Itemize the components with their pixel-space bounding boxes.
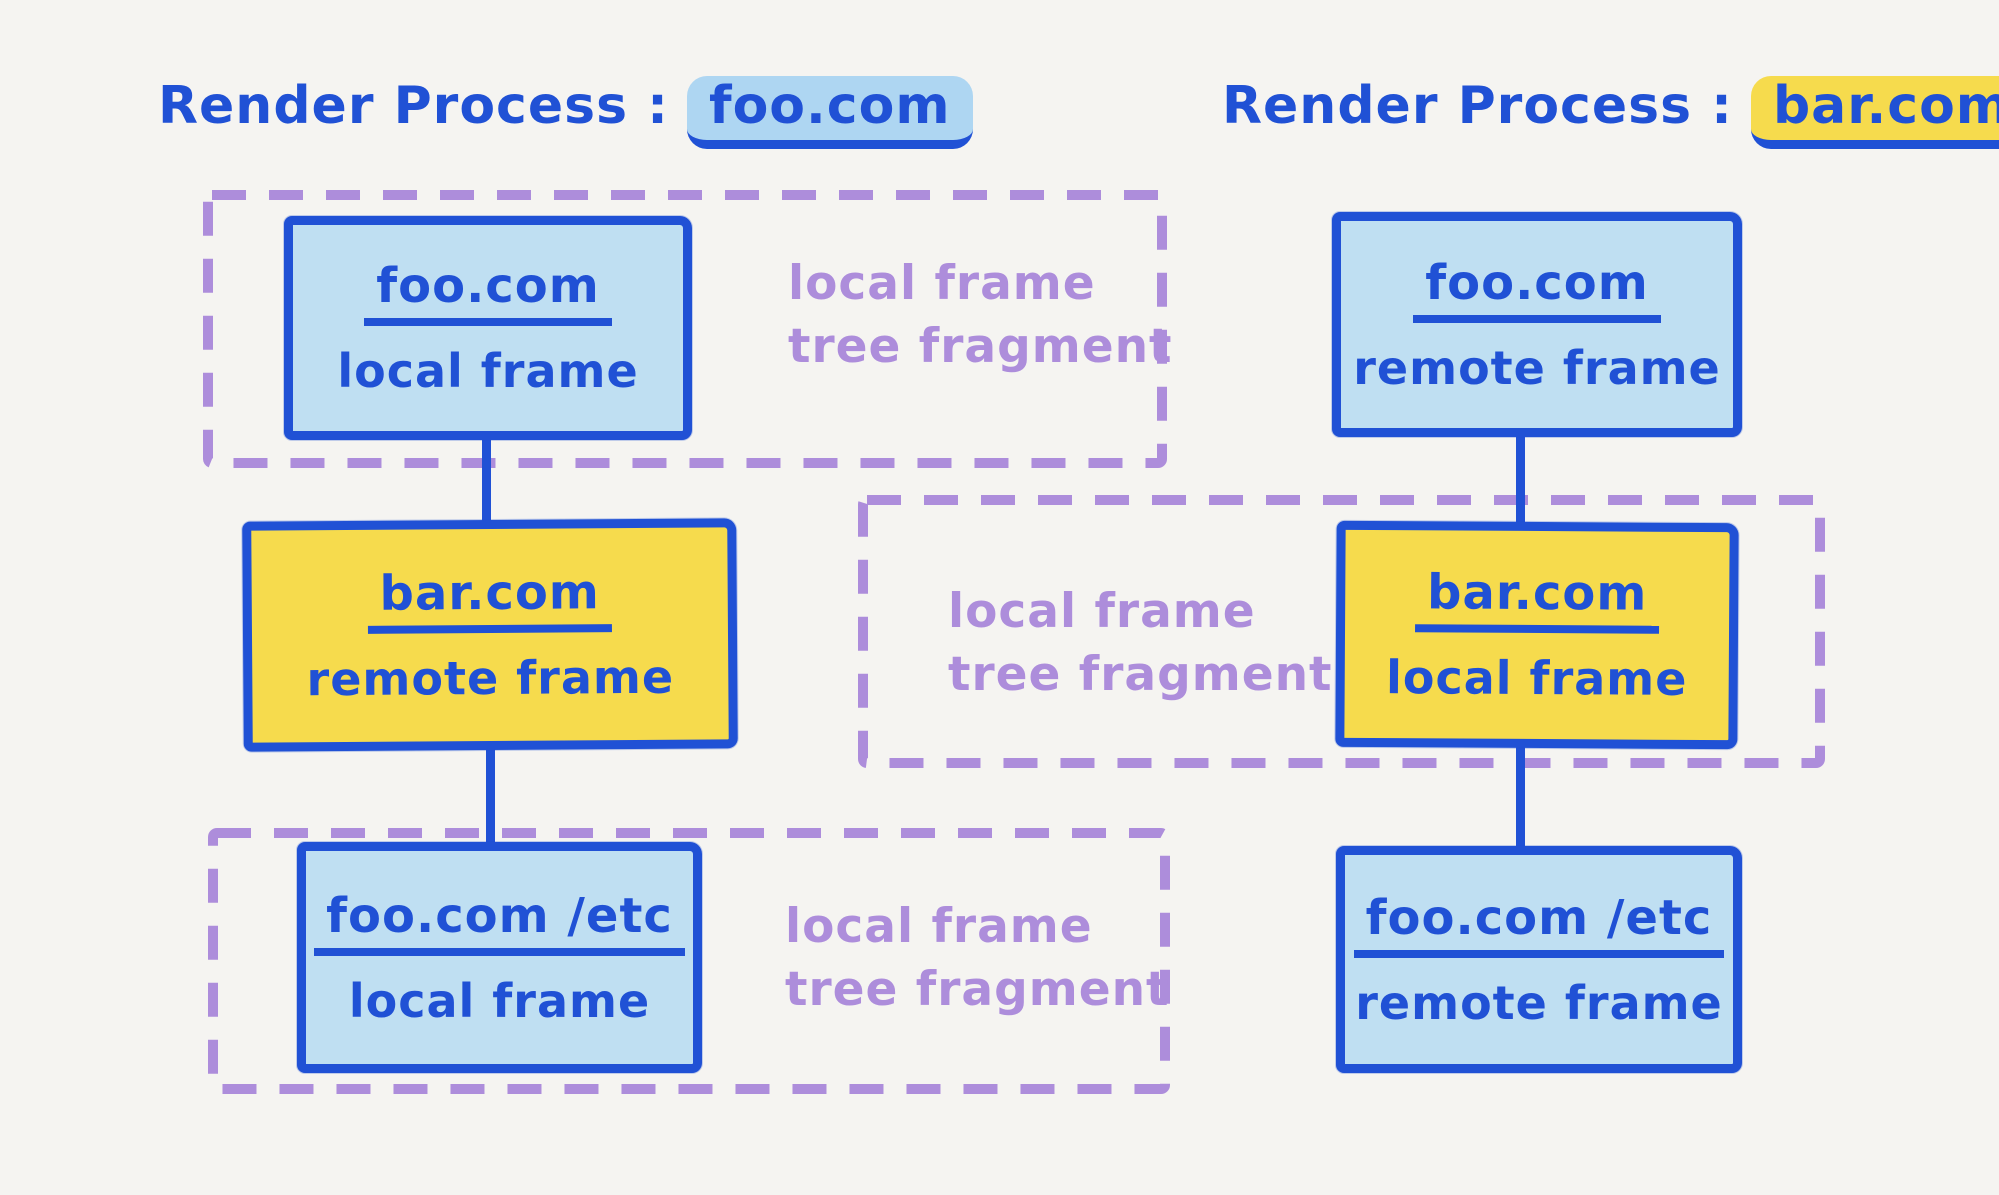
frame-domain: bar.com — [1414, 564, 1660, 634]
fragment-label: local frame tree fragment — [948, 584, 1333, 703]
frame-node-bar-remote: bar.com remote frame — [242, 518, 738, 752]
title-prefix: Render Process : — [158, 76, 669, 136]
dashed-border — [203, 190, 1167, 468]
render-process-title-bar: Render Process : bar.com — [1222, 76, 1999, 149]
render-process-title-foo: Render Process : foo.com — [158, 76, 973, 149]
frame-domain: bar.com — [367, 564, 613, 634]
frame-domain: foo.com — [364, 262, 612, 326]
frame-type: remote frame — [1353, 340, 1721, 395]
frame-type: local frame — [348, 973, 651, 1028]
frame-type: local frame — [337, 344, 639, 398]
frame-node-foo-local: foo.com local frame — [284, 216, 692, 440]
frame-type: remote frame — [306, 649, 675, 707]
frame-domain: foo.com /etc — [314, 892, 685, 956]
frame-node-fooetc-local: foo.com /etc local frame — [297, 842, 702, 1073]
fragment-label: local frame tree fragment — [785, 899, 1170, 1018]
frame-tree-fragment-box — [203, 190, 1167, 468]
frame-node-foo-remote: foo.com remote frame — [1332, 212, 1742, 437]
frame-node-fooetc-remote: foo.com /etc remote frame — [1336, 846, 1742, 1073]
title-prefix: Render Process : — [1222, 76, 1733, 136]
tree-connector — [486, 746, 495, 850]
frame-type: remote frame — [1355, 975, 1723, 1030]
frame-domain: foo.com /etc — [1353, 894, 1725, 958]
title-domain-highlight: foo.com — [686, 76, 973, 149]
tree-connector — [1516, 432, 1525, 528]
dashed-border — [858, 495, 1825, 768]
frame-tree-fragment-box — [858, 495, 1825, 768]
frame-node-bar-local: bar.com local frame — [1335, 520, 1739, 750]
frame-domain: foo.com — [1413, 259, 1661, 323]
frame-type: local frame — [1385, 650, 1688, 706]
tree-connector — [1516, 744, 1525, 852]
frame-tree-fragment-box — [208, 828, 1170, 1094]
dashed-border — [208, 828, 1170, 1094]
title-domain-highlight: bar.com — [1750, 76, 1999, 149]
fragment-label: local frame tree fragment — [788, 256, 1173, 375]
tree-connector — [482, 436, 491, 528]
